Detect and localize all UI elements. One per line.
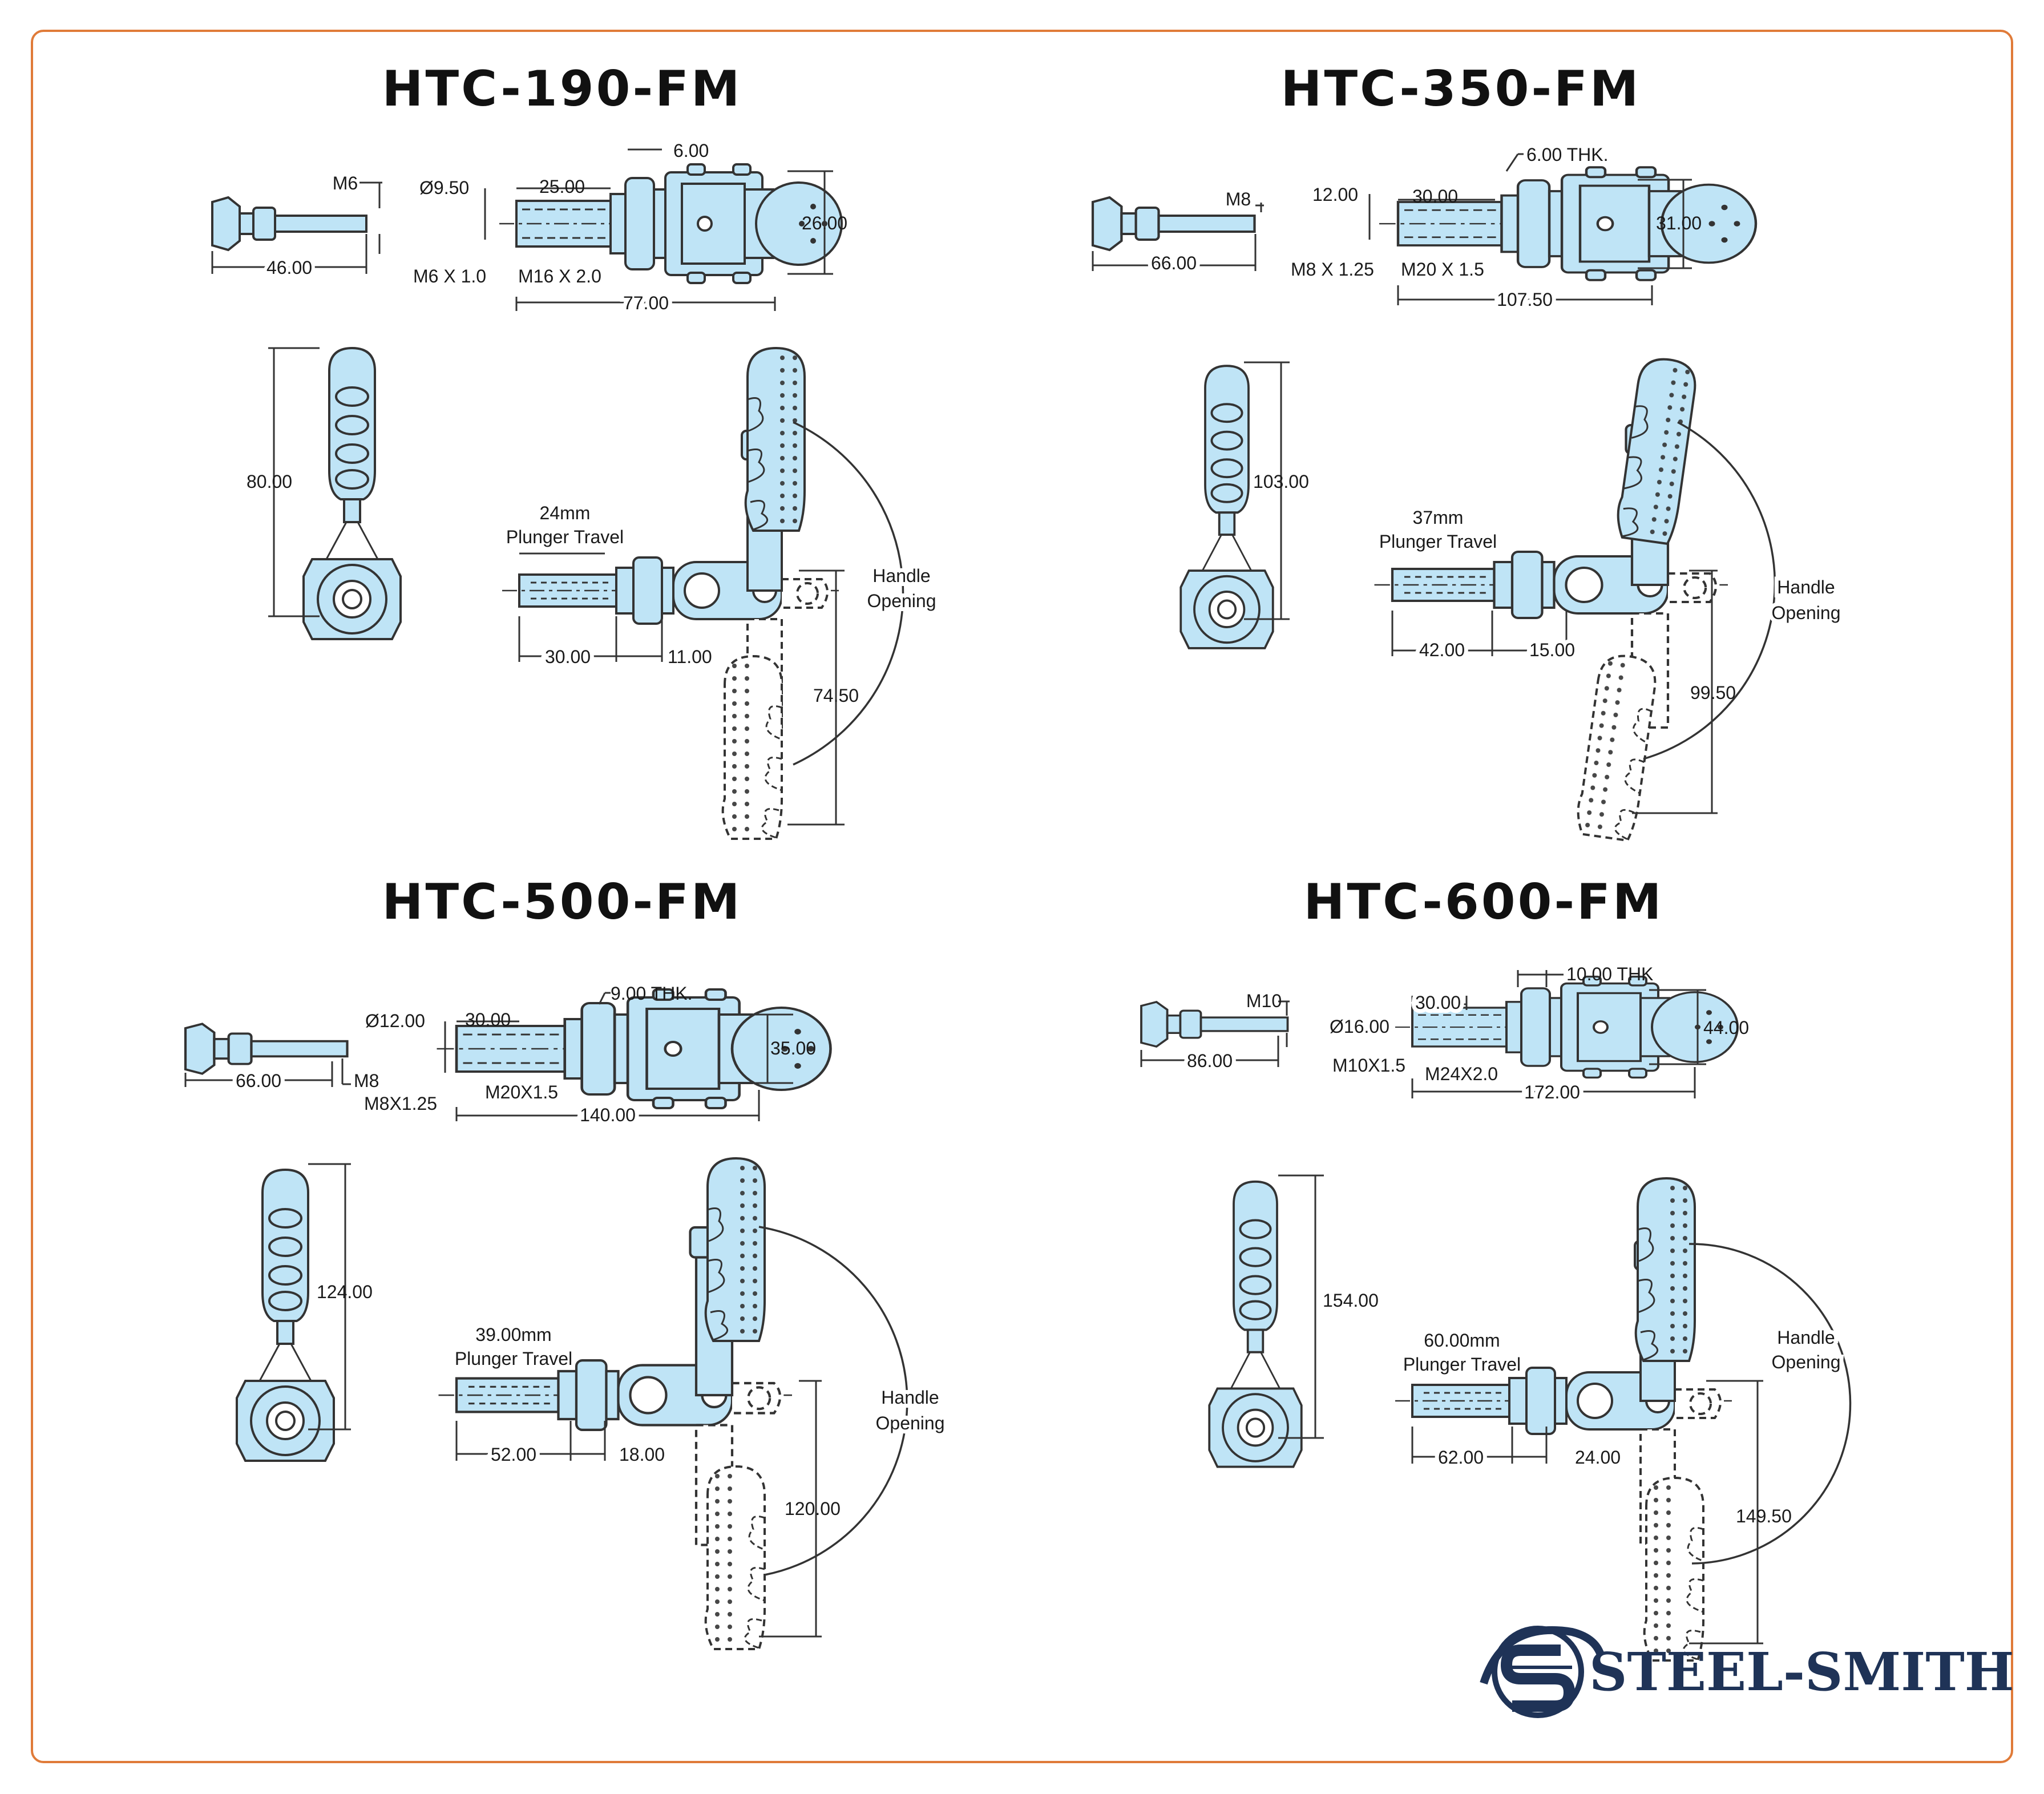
travel-label-line1: 37mm bbox=[1413, 507, 1464, 528]
travel-label-line2: Plunger Travel bbox=[1403, 1354, 1521, 1375]
model-title: HTC-500-FM bbox=[382, 874, 742, 931]
overall-length-label: 77.00 bbox=[623, 293, 669, 313]
width-label: 31.00 bbox=[1656, 213, 1702, 233]
handle-label-line1: Handle bbox=[1777, 577, 1835, 597]
plunger-length-label: 46.00 bbox=[266, 257, 312, 278]
plunger-thread-spec: M8 X 1.25 bbox=[1291, 259, 1374, 280]
diameter-label: Ø12.00 bbox=[365, 1011, 425, 1031]
nut-length-label: 24.00 bbox=[1575, 1447, 1621, 1468]
steel-smith-emblem bbox=[1480, 1626, 1605, 1718]
diameter-label: 12.00 bbox=[1312, 184, 1358, 205]
plunger-view: M6 46.00 bbox=[211, 173, 382, 281]
body-thread-spec: M20X1.5 bbox=[485, 1082, 558, 1102]
front-view: 80.00 bbox=[247, 347, 402, 640]
width-label: 44.00 bbox=[1703, 1017, 1749, 1038]
plunger-view: M8 66.00 bbox=[185, 1024, 379, 1095]
plunger-thread-label: M8 bbox=[354, 1070, 379, 1091]
front-view: 103.00 bbox=[1179, 361, 1309, 649]
height-label: 80.00 bbox=[247, 471, 292, 492]
overall-length-label: 107.50 bbox=[1497, 289, 1553, 310]
model-title: HTC-190-FM bbox=[382, 60, 742, 118]
shaft-length-label: 42.00 bbox=[1419, 640, 1465, 660]
travel-label-line2: Plunger Travel bbox=[455, 1348, 572, 1369]
model-title: HTC-600-FM bbox=[1304, 874, 1664, 931]
width-label: 35.00 bbox=[770, 1038, 816, 1058]
travel-label-line1: 39.00mm bbox=[475, 1324, 551, 1345]
brand-logo: STEEL-SMITH bbox=[1480, 1626, 2014, 1718]
model-title: HTC-350-FM bbox=[1281, 60, 1641, 118]
plunger-thread-spec: M6 X 1.0 bbox=[413, 266, 486, 286]
model-htc-350-fm: HTC-350-FM M8 66.00 12.00 30.00 6.00 THK… bbox=[1093, 60, 1844, 843]
diameter-label: Ø9.50 bbox=[419, 177, 469, 198]
travel-label-line2: Plunger Travel bbox=[1379, 531, 1497, 552]
plunger-view: M8 66.00 bbox=[1093, 189, 1264, 277]
side-view: 37mm Plunger Travel 42.00 15.00 Handle O… bbox=[1375, 354, 1844, 843]
drop-label: 74.50 bbox=[813, 685, 859, 706]
handle-label-line2: Opening bbox=[1772, 603, 1841, 623]
sheet-border bbox=[31, 30, 2013, 1763]
diameter-label: Ø16.00 bbox=[1330, 1016, 1389, 1037]
drop-label: 99.50 bbox=[1690, 682, 1736, 703]
handle-label-line2: Opening bbox=[876, 1413, 945, 1433]
handle-label-line1: Handle bbox=[1777, 1327, 1835, 1348]
drop-label: 149.50 bbox=[1736, 1506, 1792, 1526]
front-view: 124.00 bbox=[236, 1163, 373, 1462]
plunger-length-label: 86.00 bbox=[1187, 1050, 1233, 1071]
nut-length-label: 15.00 bbox=[1529, 640, 1575, 660]
top-view: 12.00 30.00 6.00 THK. 31.00 M8 X 1.25 M2… bbox=[1291, 144, 1756, 314]
thread-length-label: 30.00 bbox=[465, 1009, 511, 1030]
travel-label-line1: 24mm bbox=[540, 503, 591, 523]
body-thread-spec: M20 X 1.5 bbox=[1401, 259, 1484, 280]
thickness-label: 9.00 THK. bbox=[611, 983, 692, 1004]
model-htc-600-fm: HTC-600-FM M10 86.00 Ø16.00 30.00 10.00 … bbox=[1140, 874, 1852, 1662]
shaft-length-label: 52.00 bbox=[491, 1444, 536, 1465]
body-thread-spec: M24X2.0 bbox=[1425, 1064, 1498, 1084]
plunger-thread-label: M6 bbox=[333, 173, 358, 193]
plunger-length-label: 66.00 bbox=[236, 1070, 281, 1091]
travel-label-line1: 60.00mm bbox=[1424, 1330, 1500, 1351]
plunger-length-label: 66.00 bbox=[1151, 253, 1197, 273]
side-view: 60.00mm Plunger Travel 62.00 24.00 Handl… bbox=[1394, 1177, 1852, 1662]
body-thread-spec: M16 X 2.0 bbox=[518, 266, 601, 286]
shaft-length-label: 30.00 bbox=[545, 647, 591, 667]
thread-length-label: 30.00 bbox=[1415, 992, 1461, 1013]
overall-length-label: 140.00 bbox=[580, 1105, 636, 1125]
model-htc-190-fm: HTC-190-FM M6 46.00 Ø9.50 25.00 6.00 26.… bbox=[211, 60, 940, 840]
top-view: Ø12.00 30.00 9.00 THK. 35.00 M8X1.25 M20… bbox=[364, 983, 831, 1129]
plunger-thread-spec: M8X1.25 bbox=[364, 1093, 437, 1114]
thread-length-label: 25.00 bbox=[539, 176, 585, 197]
thickness-label: 6.00 bbox=[673, 140, 709, 161]
front-view: 154.00 bbox=[1208, 1174, 1379, 1468]
thickness-label: 10.00 THK bbox=[1566, 964, 1653, 984]
thread-length-label: 30.00 bbox=[1412, 186, 1458, 207]
brand-name: STEEL-SMITH bbox=[1589, 1641, 2014, 1703]
overall-length-label: 172.00 bbox=[1524, 1082, 1580, 1102]
top-view: Ø9.50 25.00 6.00 26.00 M6 X 1.0 M16 X 2.… bbox=[413, 140, 847, 317]
travel-label-line2: Plunger Travel bbox=[506, 527, 624, 547]
drop-label: 120.00 bbox=[785, 1498, 841, 1519]
nut-length-label: 11.00 bbox=[668, 647, 712, 667]
height-label: 124.00 bbox=[317, 1282, 373, 1302]
plunger-view: M10 86.00 bbox=[1140, 991, 1290, 1075]
plunger-thread-label: M8 bbox=[1226, 189, 1251, 209]
handle-label-line1: Handle bbox=[872, 565, 930, 586]
height-label: 103.00 bbox=[1253, 471, 1309, 492]
nut-length-label: 18.00 bbox=[619, 1444, 665, 1465]
width-label: 26.00 bbox=[802, 213, 847, 233]
side-view: 24mm Plunger Travel 30.00 11.00 Handle O… bbox=[501, 347, 940, 840]
plunger-thread-spec: M10X1.5 bbox=[1332, 1055, 1405, 1076]
side-view: 39.00mm Plunger Travel 52.00 18.00 Handl… bbox=[439, 1157, 948, 1650]
thickness-label: 6.00 THK. bbox=[1526, 144, 1608, 165]
handle-label-line2: Opening bbox=[1772, 1352, 1841, 1372]
plunger-thread-label: M10 bbox=[1246, 991, 1282, 1011]
shaft-length-label: 62.00 bbox=[1438, 1447, 1484, 1468]
handle-label-line1: Handle bbox=[881, 1387, 939, 1408]
top-view: Ø16.00 30.00 10.00 THK 44.00 M10X1.5 M24… bbox=[1330, 964, 1749, 1106]
handle-label-line2: Opening bbox=[867, 591, 936, 611]
model-htc-500-fm: HTC-500-FM M8 66.00 Ø12.00 30.00 9.00 TH… bbox=[185, 874, 948, 1650]
height-label: 154.00 bbox=[1323, 1290, 1379, 1311]
